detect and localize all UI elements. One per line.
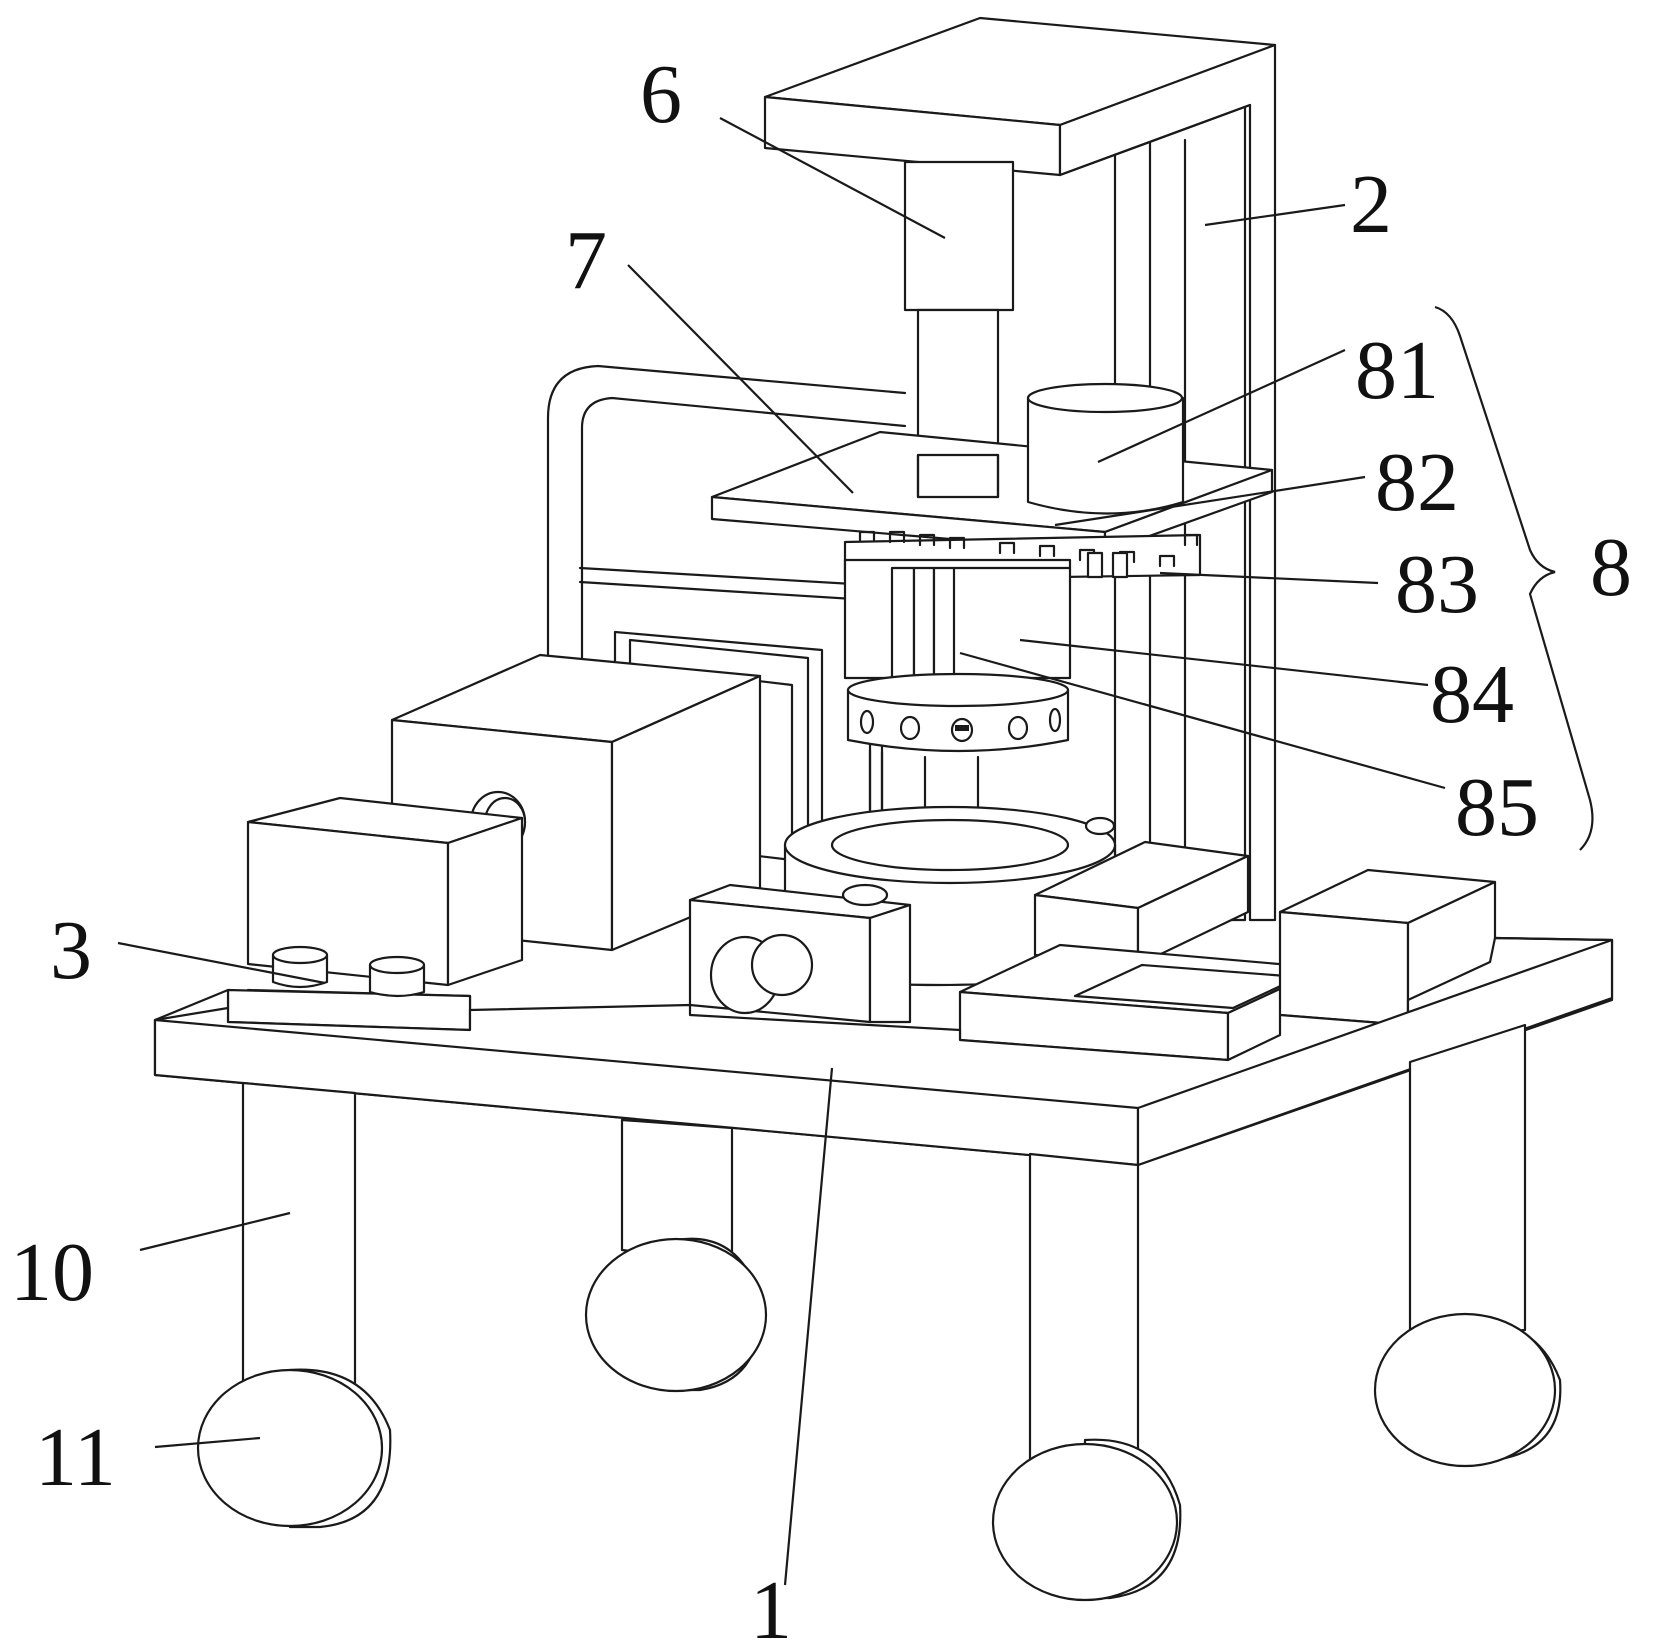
callout-label-84: 84 xyxy=(1430,648,1514,741)
callout-label-7: 7 xyxy=(565,214,607,307)
callout-label-3: 3 xyxy=(50,904,92,997)
callout-label-10: 10 xyxy=(10,1226,94,1319)
callout-label-85: 85 xyxy=(1455,761,1539,854)
perforated-sleeve xyxy=(846,672,1070,822)
callout-label-11: 11 xyxy=(35,1411,116,1504)
callout-label-1: 1 xyxy=(750,1564,792,1647)
callout-8-brace xyxy=(1434,305,1594,851)
callout-labels: 6 2 7 81 82 83 8 8 84 85 3 10 11 1 xyxy=(10,48,1632,1647)
callout-label-82: 82 xyxy=(1375,436,1459,529)
legs-and-wheels xyxy=(196,1023,1562,1602)
callout-label-8-group: 8 xyxy=(1590,521,1632,614)
callout-label-2: 2 xyxy=(1350,158,1392,251)
table-top xyxy=(153,936,1614,1167)
hydraulic-cylinder xyxy=(903,160,1015,502)
leader-lines xyxy=(117,117,1446,1586)
callout-label-81: 81 xyxy=(1355,324,1439,417)
motor xyxy=(1026,382,1185,515)
callout-label-6: 6 xyxy=(640,48,682,141)
control-box xyxy=(226,796,524,1032)
callout-label-83: 83 xyxy=(1395,538,1479,631)
pipe xyxy=(546,364,907,700)
clamp-block xyxy=(688,883,912,1024)
drum-body xyxy=(843,558,1072,680)
cylinder-body xyxy=(903,160,1015,312)
